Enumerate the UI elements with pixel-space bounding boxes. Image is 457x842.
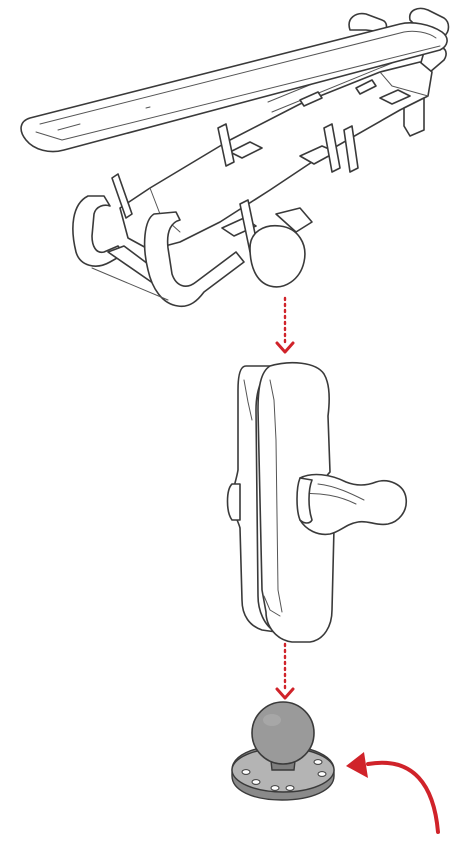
dotted-down-arrow-1 [277, 298, 293, 352]
ball-base [232, 702, 334, 800]
double-socket-arm [228, 363, 407, 642]
tablet-cradle-assembly [21, 8, 448, 306]
cradle-ball [250, 208, 312, 287]
dotted-down-arrow-2 [277, 644, 293, 698]
curved-arrow-icon [346, 752, 438, 832]
